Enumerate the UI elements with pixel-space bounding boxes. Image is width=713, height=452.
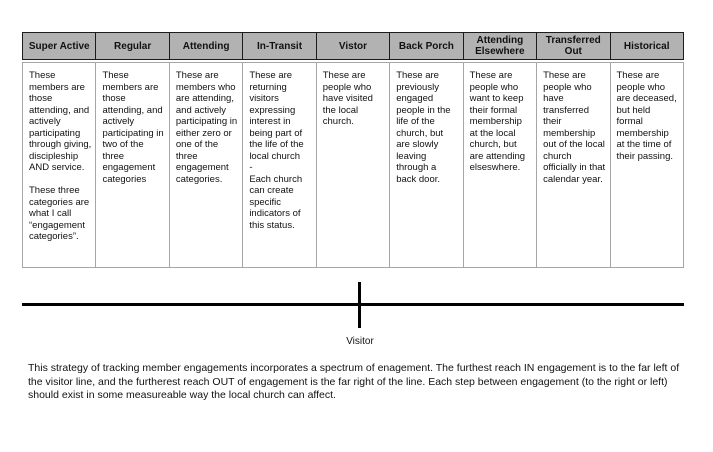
table-column: Attending These are members who are atte… [168,32,244,268]
spectrum-line [22,303,684,306]
column-header: Vistor [315,32,391,60]
table-column: Historical These are people who are dece… [609,32,684,268]
column-header: Historical [609,32,684,60]
column-description: These are people who have transferred th… [536,62,611,268]
table-column: Regular These members are those attendin… [95,32,170,268]
column-description: These are previously engaged people in t… [389,62,464,268]
column-description: These are people who want to keep their … [462,62,538,268]
column-header: Attending [168,32,244,60]
column-header: Back Porch [389,32,464,60]
column-header: Transferred Out [536,32,611,60]
table-column: Super Active These members are those att… [22,32,97,268]
column-header: In-Transit [242,32,317,60]
column-header: Super Active [22,32,97,60]
table-column: Back Porch These are previously engaged … [389,32,464,268]
visitor-tick [358,282,361,328]
column-description: These members are those attending, and a… [95,62,170,268]
table-column: Transferred Out These are people who hav… [536,32,611,268]
column-header: Attending Elsewhere [462,32,538,60]
column-description: These members are those attending, and a… [22,62,97,268]
column-description: These are returning visitors expressing … [242,62,317,268]
table-column: Vistor These are people who have visited… [315,32,391,268]
column-description: These are people who are deceased, but h… [609,62,684,268]
table-column: In-Transit These are returning visitors … [242,32,317,268]
strategy-paragraph: This strategy of tracking member engagem… [28,362,680,401]
engagement-table: Super Active These members are those att… [22,32,684,268]
table-column: Attending Elsewhere These are people who… [462,32,538,268]
visitor-tick-label: Visitor [346,336,374,347]
column-header: Regular [95,32,170,60]
column-description: These are members who are attending, and… [168,62,244,268]
column-description: These are people who have visited the lo… [315,62,391,268]
